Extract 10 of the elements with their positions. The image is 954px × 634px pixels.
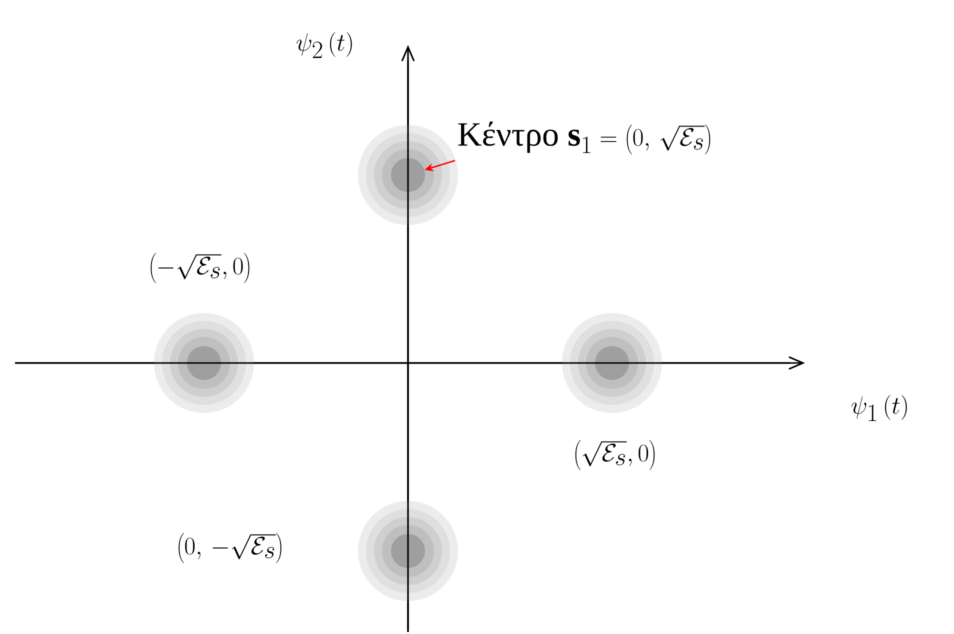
coordinate-label: $\left(-\sqrt{\mathcal{E}_s},0\right)$ bbox=[150, 253, 250, 283]
signal-blob-drawing bbox=[562, 313, 662, 413]
coordinate-label: $\left(0,\,-\sqrt{\mathcal{E}_s}\right)$ bbox=[178, 532, 282, 563]
signal-blob-drawing bbox=[358, 501, 458, 601]
axis-label: $\psi_2\left(t\right)$ bbox=[296, 32, 352, 58]
coordinate-label: $\left(\sqrt{\mathcal{E}_s},0\right)$ bbox=[575, 440, 655, 470]
callout-label: Κέντρο $\mathbf{s}_1=\left(0,\,\sqrt{\mathcal{E}_s}\right)$ bbox=[458, 122, 710, 154]
signal-blob-drawing bbox=[358, 125, 458, 225]
signal-blob-drawing bbox=[154, 313, 254, 413]
axis-label: $\psi_1\left(t\right)$ bbox=[852, 394, 907, 422]
